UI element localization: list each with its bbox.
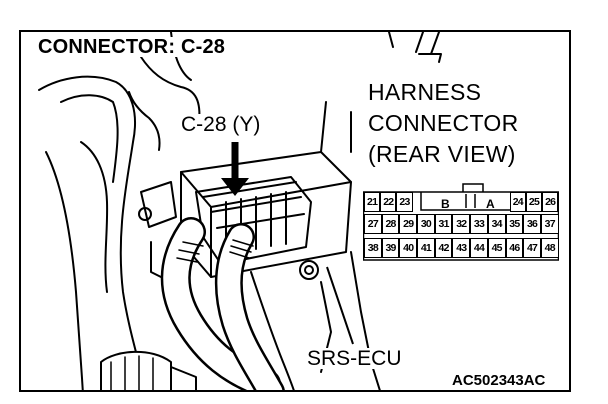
connector-c28 (195, 176, 312, 265)
pin-cell: 46 (505, 238, 524, 258)
pin-cell: 45 (487, 238, 506, 258)
figure-code: AC502343AC (452, 372, 546, 389)
pin-cell: 25 (525, 192, 543, 212)
harness-label-line2: CONNECTOR (368, 110, 519, 136)
srs-ecu-label: SRS-ECU (305, 347, 404, 370)
pin-cell: 31 (434, 214, 453, 234)
pin-cell: 43 (452, 238, 471, 258)
pin-cell: 42 (434, 238, 453, 258)
ecu-illustration (38, 32, 442, 390)
pin-cell: 30 (417, 214, 435, 234)
harness-label-line1: HARNESS (368, 79, 482, 105)
pin-cell: 28 (381, 214, 400, 234)
mount-bracket (140, 181, 177, 228)
pin-cell: 26 (542, 192, 559, 212)
ecu-bolt (299, 260, 319, 280)
diagram-frame: CONNECTOR: C-28 C-28 (Y) HARNESS CONNECT… (19, 30, 571, 392)
connector-callout-label: C-28 (Y) (179, 113, 263, 136)
pin-cell: 27 (364, 214, 382, 234)
pin-cell: 23 (396, 192, 413, 212)
pin-cell: 21 (364, 192, 381, 212)
callout-arrow-head (221, 178, 249, 196)
harness-label-line3: (REAR VIEW) (368, 141, 516, 167)
pin-cell: 38 (364, 238, 382, 258)
pin-cell: 34 (487, 214, 506, 234)
srs-ecu-leader (326, 266, 354, 345)
srs-ecu-housing (180, 151, 352, 278)
pin-cell: 33 (470, 214, 488, 234)
pin-cell: 29 (399, 214, 418, 234)
pin-cell: 39 (381, 238, 400, 258)
pin-cell: 35 (505, 214, 524, 234)
harness-wire-top (140, 56, 201, 123)
pin-cell: 37 (540, 214, 559, 234)
pin-cell: 48 (540, 238, 559, 258)
pin-cell: 24 (509, 192, 526, 212)
harness-bundle-left (38, 75, 147, 390)
pinout-key-b: B (441, 197, 450, 211)
pin-cell: 22 (380, 192, 397, 212)
harness-bundle-left-inner (60, 94, 119, 183)
pin-cell: 32 (452, 214, 471, 234)
pin-cell: 44 (470, 238, 488, 258)
diagram-title: CONNECTOR: C-28 (35, 37, 229, 57)
pin-cell: 41 (417, 238, 435, 258)
pinout-key-a: A (486, 197, 495, 211)
pin-cell: 36 (523, 214, 541, 234)
pin-cell: 40 (399, 238, 418, 258)
pin-cell: 47 (523, 238, 541, 258)
